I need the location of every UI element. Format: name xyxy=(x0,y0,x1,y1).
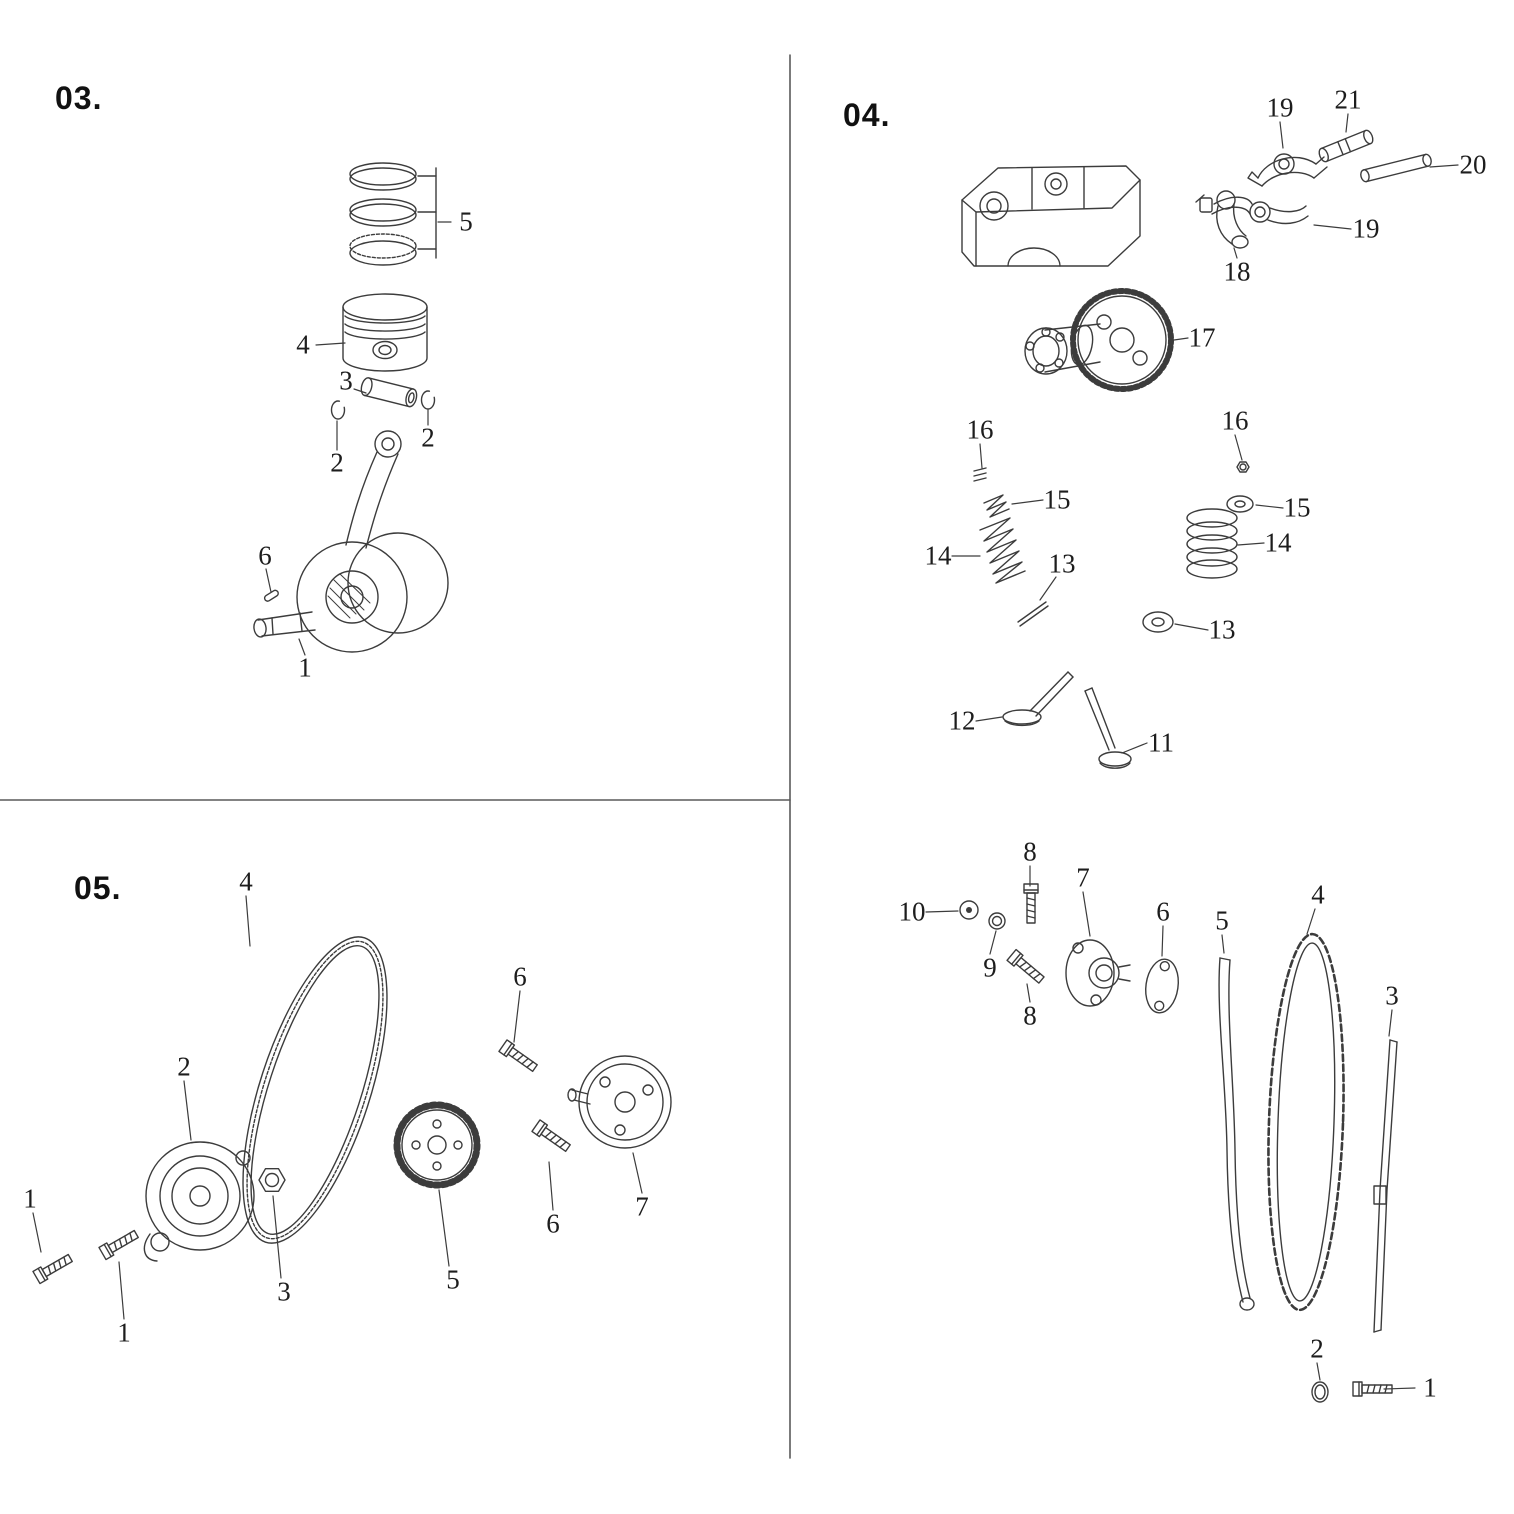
leader-line-04-20 xyxy=(1082,891,1091,937)
leader-line-04-14 xyxy=(975,716,1003,722)
leader-line-04-0 xyxy=(1279,121,1284,149)
leader-line-03-5 xyxy=(265,568,272,593)
leader-line-04-22 xyxy=(1221,934,1225,954)
connecting-rod xyxy=(345,430,402,549)
leader-line-04-6 xyxy=(979,443,983,469)
rocker-arm-mid xyxy=(1195,194,1309,225)
valve-intake-12 xyxy=(1002,671,1074,727)
rocker-shaft-21 xyxy=(1318,129,1374,163)
rocker-arm-top xyxy=(1247,153,1328,187)
leader-line-03-1 xyxy=(315,342,346,346)
leader-line-05-0 xyxy=(245,895,251,947)
piston xyxy=(342,293,428,372)
sprocket-5 xyxy=(393,1101,481,1189)
valve-spring-group-left xyxy=(973,467,1049,627)
leader-line-04-1 xyxy=(1345,113,1349,133)
leader-line-05-1 xyxy=(183,1080,192,1141)
valve-spring-group-right xyxy=(1142,461,1254,633)
washer-10 xyxy=(959,900,979,920)
nut-3 xyxy=(258,1167,286,1193)
leader-line-04-4 xyxy=(1233,247,1238,259)
bolt-8-top xyxy=(1023,883,1039,924)
leader-lines xyxy=(32,113,1459,1390)
leader-line-04-12 xyxy=(1237,542,1265,546)
bolt-1-bottom xyxy=(98,1227,141,1261)
valve-exhaust-11 xyxy=(1084,687,1132,769)
bolt-6-bottom xyxy=(531,1119,573,1155)
leader-line-04-7 xyxy=(1011,499,1044,505)
piston-rings xyxy=(349,162,437,266)
tensioner-7 xyxy=(1065,939,1131,1007)
leader-line-04-18 xyxy=(989,930,997,955)
leader-line-04-5 xyxy=(1173,337,1189,341)
chain-guide-5 xyxy=(1218,957,1255,1311)
section-title-03: 03. xyxy=(55,80,103,116)
woodruff-key xyxy=(263,589,279,602)
piston-pin xyxy=(360,377,418,408)
camshaft xyxy=(1024,288,1174,392)
leader-line-05-2 xyxy=(272,1195,282,1279)
leader-line-05-8 xyxy=(632,1152,643,1194)
rocker-pin-20 xyxy=(1360,153,1432,183)
chain-guide-3 xyxy=(1373,1039,1398,1333)
circlip-right xyxy=(420,390,436,410)
leader-line-05-5 xyxy=(438,1189,450,1267)
rocker-pivot-18 xyxy=(1216,190,1249,249)
rocker-bracket xyxy=(961,165,1141,267)
leader-line-04-13 xyxy=(1174,623,1209,631)
oring-2 xyxy=(1311,1381,1329,1403)
leader-line-05-4 xyxy=(118,1261,125,1320)
leader-line-03-2 xyxy=(353,388,367,394)
leader-line-05-6 xyxy=(513,990,521,1043)
leader-line-04-2 xyxy=(1429,164,1459,168)
leader-line-05-3 xyxy=(32,1212,42,1253)
leader-line-04-10 xyxy=(1234,434,1243,461)
leader-line-04-15 xyxy=(1121,742,1148,754)
leader-line-04-24 xyxy=(1388,1009,1393,1037)
leader-line-04-11 xyxy=(1255,504,1284,509)
section-title-05: 05. xyxy=(74,870,122,906)
leader-line-03-6 xyxy=(298,638,306,656)
leader-line-04-26 xyxy=(1383,1387,1416,1390)
leader-line-04-21 xyxy=(1161,925,1164,957)
section-05-artwork xyxy=(32,936,672,1285)
leader-line-04-9 xyxy=(1039,576,1057,601)
crankshaft xyxy=(253,532,449,653)
leader-line-04-25 xyxy=(1316,1362,1321,1381)
bolt-8-bottom xyxy=(1006,948,1047,987)
leader-line-05-7 xyxy=(548,1161,554,1211)
leader-line-04-19 xyxy=(1026,983,1031,1003)
section-title-04: 04. xyxy=(843,97,891,133)
cam-chain-4 xyxy=(1267,932,1345,1312)
gasket-6 xyxy=(1145,958,1179,1014)
leader-line-04-3 xyxy=(1313,224,1352,230)
pump-assembly-7 xyxy=(567,1055,672,1149)
bolt-6-top xyxy=(498,1039,540,1075)
bolt-1-left xyxy=(32,1251,75,1285)
circlip-left xyxy=(330,400,346,420)
oring-9 xyxy=(988,912,1006,930)
leader-line-04-17 xyxy=(925,910,959,913)
leader-line-04-23 xyxy=(1306,908,1316,935)
pump-body xyxy=(143,1141,255,1262)
drive-belt xyxy=(242,936,388,1244)
panel-dividers xyxy=(0,54,791,1459)
section-03-artwork xyxy=(253,162,449,653)
section-04-artwork xyxy=(959,129,1432,1403)
